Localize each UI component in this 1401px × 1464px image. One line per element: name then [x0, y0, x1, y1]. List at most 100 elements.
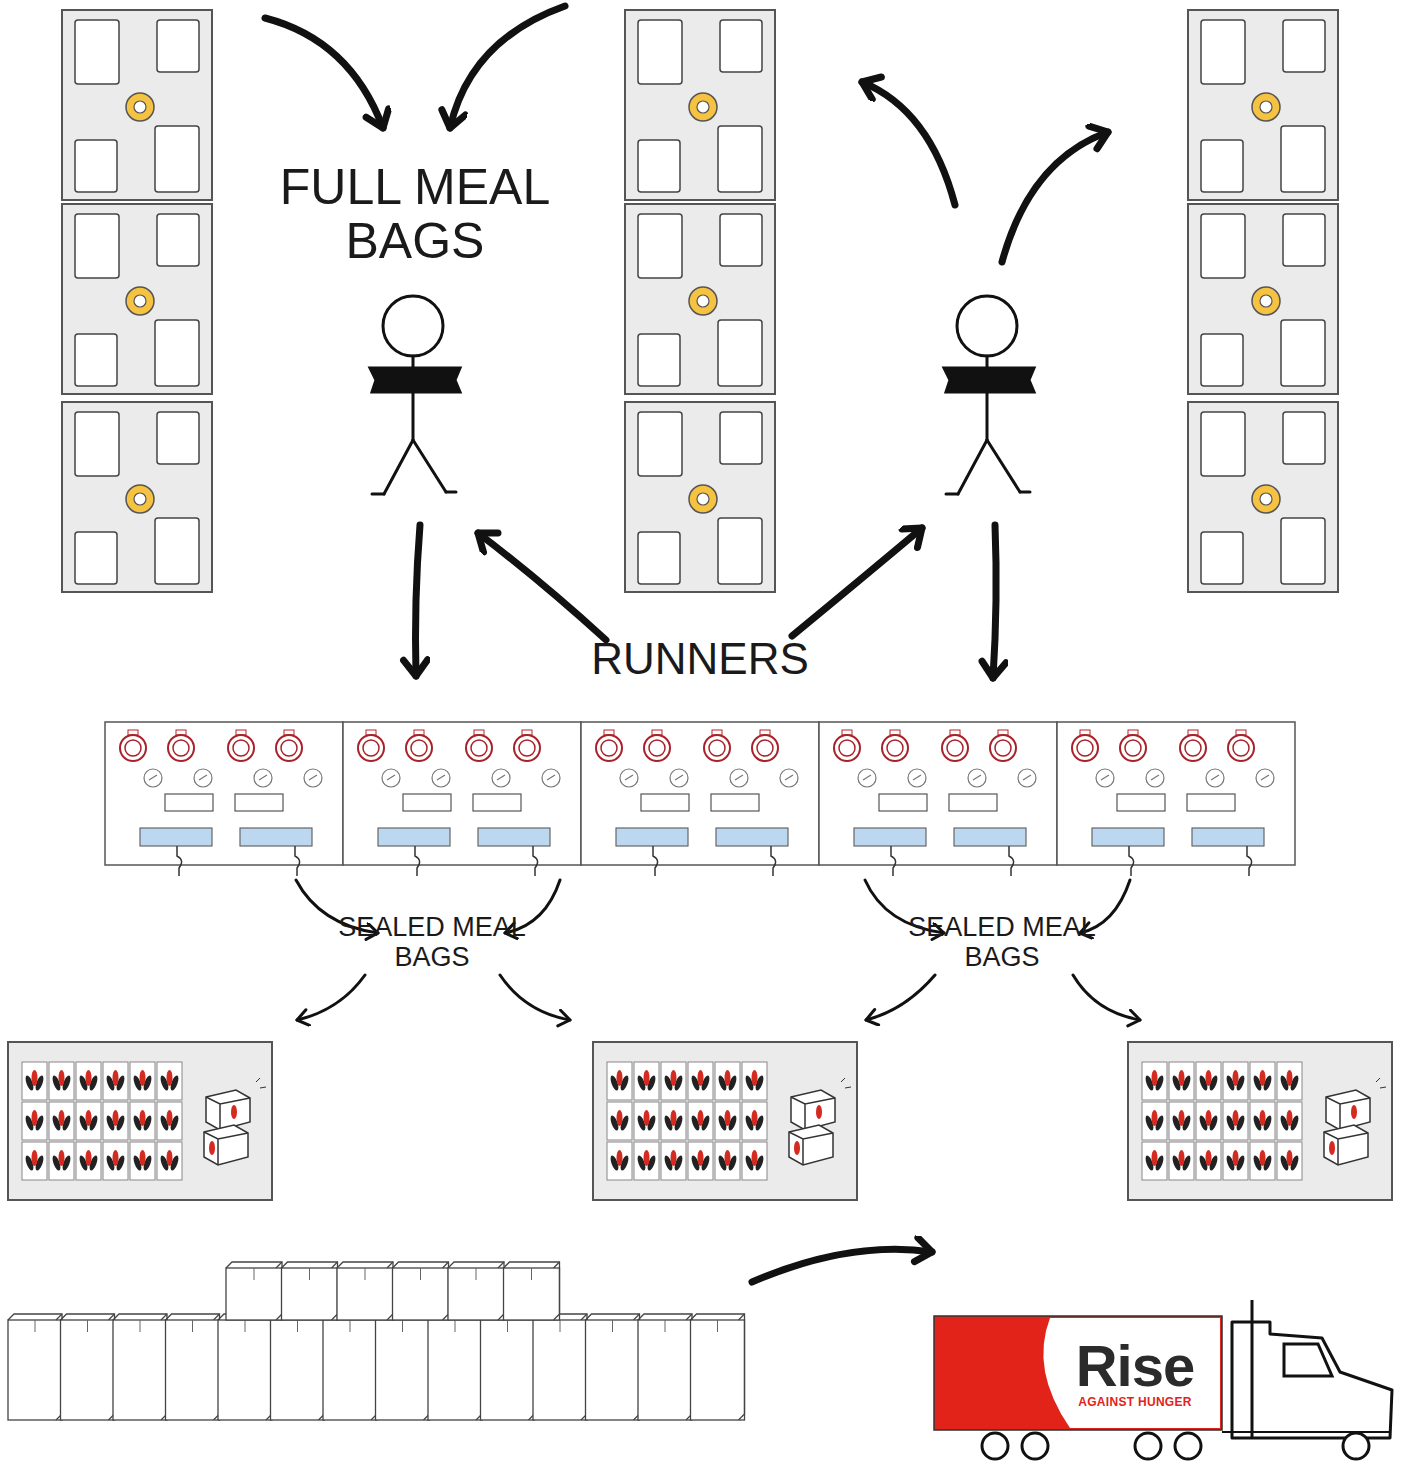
shape	[76, 1142, 101, 1180]
shape	[1206, 769, 1224, 787]
shape	[1261, 775, 1269, 780]
shape	[157, 214, 199, 266]
shape	[947, 740, 963, 756]
shape	[276, 1262, 282, 1268]
shape	[1146, 769, 1164, 787]
shape	[271, 1320, 325, 1420]
shape	[661, 1142, 686, 1180]
shape	[140, 1110, 146, 1126]
shape	[715, 1102, 740, 1140]
shape	[105, 722, 343, 865]
shape	[649, 740, 665, 756]
shape	[1201, 532, 1243, 584]
shape	[634, 1142, 659, 1180]
shape	[358, 735, 384, 761]
shape	[789, 1125, 833, 1165]
shape	[644, 1110, 650, 1126]
shape	[671, 1150, 677, 1166]
boxing-stations	[8, 1042, 1392, 1200]
shape	[616, 828, 688, 846]
shape	[1250, 1102, 1275, 1140]
shape	[415, 846, 420, 876]
shape	[403, 794, 451, 811]
shape	[226, 1268, 282, 1320]
shape	[130, 1142, 155, 1180]
shape	[271, 1314, 325, 1420]
logo-wordmark: Rise	[1076, 1337, 1195, 1395]
shape	[1152, 1150, 1158, 1166]
filling-tables	[62, 10, 1338, 592]
shape	[725, 1110, 731, 1126]
shape	[1125, 740, 1141, 756]
shape	[428, 1320, 482, 1420]
shape	[130, 1062, 155, 1100]
shape	[157, 1062, 182, 1100]
shape	[697, 295, 709, 307]
shape	[718, 126, 762, 192]
shape	[882, 735, 908, 761]
flow-label: SEALED MEAL BAGS	[902, 912, 1102, 972]
shape	[393, 1262, 449, 1320]
shape	[1188, 204, 1338, 394]
shape	[638, 20, 682, 84]
shape	[62, 10, 212, 200]
shape	[75, 140, 117, 192]
shape	[1120, 735, 1146, 761]
shape	[259, 775, 267, 780]
shape	[1077, 740, 1093, 756]
shape	[816, 1105, 822, 1119]
shape	[204, 1132, 248, 1165]
shape	[173, 740, 189, 756]
carton	[218, 1314, 272, 1420]
shape	[113, 1150, 119, 1166]
shape	[165, 794, 213, 811]
shape	[376, 1314, 430, 1420]
truck	[934, 1300, 1392, 1459]
shape	[204, 1125, 248, 1165]
shape	[443, 1262, 449, 1268]
shape	[1252, 93, 1280, 121]
shape	[638, 1314, 692, 1420]
shape	[586, 1320, 640, 1420]
shape	[478, 828, 550, 846]
shape	[634, 1062, 659, 1100]
shape	[1092, 828, 1164, 846]
shape	[620, 769, 638, 787]
shape	[716, 828, 788, 846]
shape	[363, 740, 379, 756]
carton	[448, 1262, 504, 1320]
shape	[954, 828, 1026, 846]
shape	[166, 1314, 220, 1420]
shape	[789, 1132, 833, 1165]
shape	[32, 1110, 38, 1126]
shape	[281, 740, 297, 756]
shape	[644, 1150, 650, 1166]
carton	[166, 1314, 220, 1420]
shape	[126, 485, 154, 513]
shape	[35, 1320, 36, 1332]
shape	[113, 1314, 167, 1420]
shape	[62, 204, 212, 394]
shape	[323, 1320, 377, 1420]
carton	[638, 1314, 692, 1420]
shape	[1009, 846, 1014, 876]
shape	[387, 1262, 393, 1268]
shape	[1179, 1110, 1185, 1126]
runner-figure	[944, 296, 1034, 494]
shape	[1281, 126, 1325, 192]
shape	[22, 1102, 47, 1140]
shape	[1101, 775, 1109, 780]
sealing-machines	[105, 722, 1295, 876]
shape	[87, 1320, 88, 1332]
shape	[1096, 769, 1114, 787]
shape	[1117, 794, 1165, 811]
shape	[1252, 287, 1280, 315]
shape	[120, 735, 146, 761]
shape	[1142, 1142, 1167, 1180]
shape	[61, 1320, 115, 1420]
shape	[887, 740, 903, 756]
carton	[691, 1314, 745, 1420]
shape	[155, 518, 199, 584]
shape	[62, 402, 212, 592]
shape	[376, 1320, 430, 1420]
